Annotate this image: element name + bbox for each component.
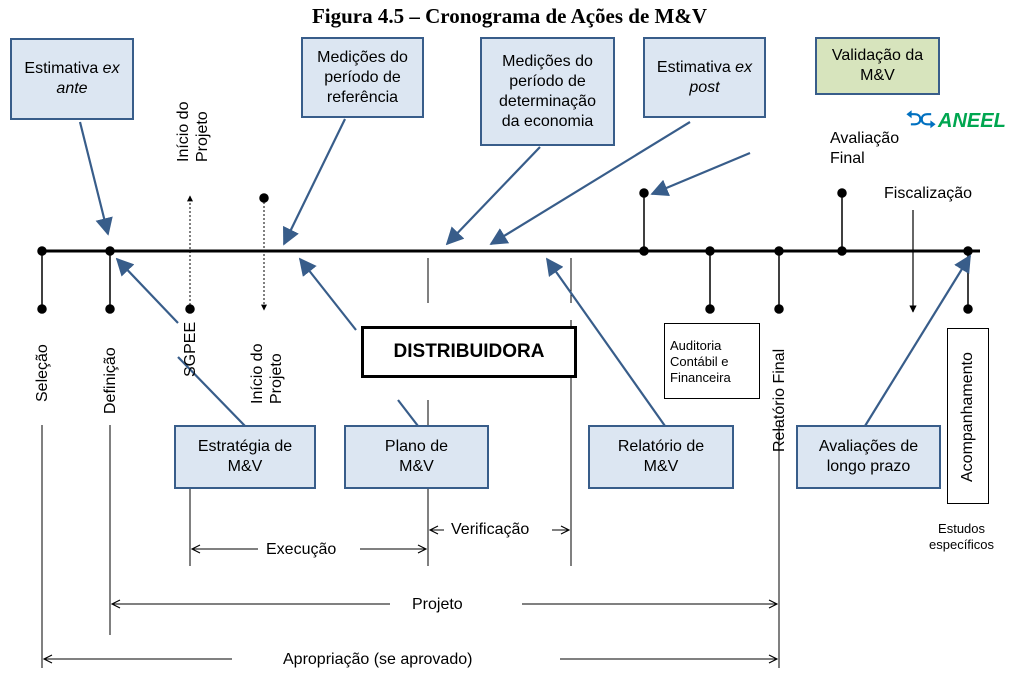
acompanhamento-label: Acompanhamento <box>959 352 976 482</box>
execucao-label: Execução <box>266 541 337 558</box>
estudos-label: Estudos específicos <box>929 521 995 552</box>
acompanhamento-box <box>947 328 989 504</box>
definicao-label: Definição <box>102 347 119 414</box>
sgpee-label: SGPEE <box>182 321 199 377</box>
medicoes-economia-box: Medições do período de determinação da e… <box>480 37 615 146</box>
avaliacao-final-label: Avaliação Final <box>830 130 900 167</box>
aneel-logo-icon: ⮌⮎ <box>906 108 936 130</box>
auditoria-label: Auditoria Contábil e Financeira <box>670 338 731 385</box>
inicio-projeto-top-label: Início do Projeto <box>175 101 211 162</box>
aneel-logo: ⮌⮎ ANEEL <box>906 104 1006 138</box>
estrategia-box: Estratégia de M&V <box>174 425 316 489</box>
plano-box: Plano de M&V <box>344 425 489 489</box>
validacao-box: Validação da M&V <box>815 37 940 95</box>
selecao-label: Seleção <box>34 344 51 402</box>
fiscalizacao-label: Fiscalização <box>884 185 973 202</box>
distribuidora-box: DISTRIBUIDORA <box>361 326 577 378</box>
inicio-projeto-bottom-label: Início do Projeto <box>249 343 285 404</box>
relatorio-final-label: Relatório Final <box>771 348 788 452</box>
verificacao-label: Verificação <box>451 521 530 538</box>
avaliacoes-box: Avaliações de longo prazo <box>796 425 941 489</box>
figure-title: Figura 4.5 – Cronograma de Ações de M&V <box>311 4 708 28</box>
medicoes-referencia-box: Medições do período de referência <box>301 37 424 118</box>
apropriacao-label: Apropriação (se aprovado) <box>283 651 473 668</box>
auditoria-box <box>664 323 760 399</box>
relatorio-box: Relatório de M&V <box>588 425 734 489</box>
projeto-label: Projeto <box>412 596 463 613</box>
estimativa-ex-post-box: Estimativa ex post <box>643 37 766 118</box>
estimativa-ex-ante-box: Estimativa ex ante <box>10 38 134 120</box>
